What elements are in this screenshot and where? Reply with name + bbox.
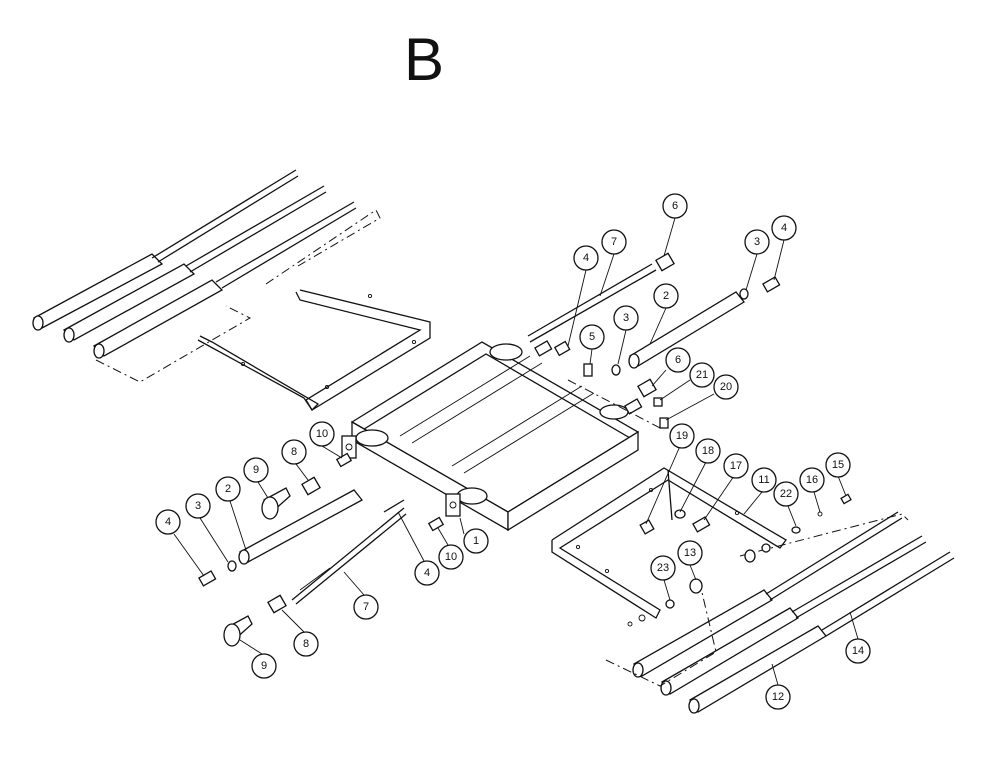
lower-right-rods — [605, 511, 955, 714]
right-parts — [527, 252, 781, 431]
callout-10a: 10 — [309, 421, 343, 459]
callout-8b: 8 — [281, 609, 319, 657]
callout-13: 13 — [677, 540, 703, 581]
svg-text:3: 3 — [623, 312, 629, 324]
lower-right-hardware — [627, 493, 852, 627]
callout-1: 1 — [459, 517, 489, 554]
callout-18: 18 — [679, 438, 721, 513]
svg-text:12: 12 — [772, 691, 784, 703]
callout-4d: 4 — [397, 511, 440, 586]
svg-text:10: 10 — [316, 428, 328, 440]
callout-8a: 8 — [281, 439, 309, 481]
callout-11: 11 — [743, 467, 777, 515]
svg-text:3: 3 — [195, 500, 201, 512]
svg-text:6: 6 — [675, 354, 681, 366]
callout-4a: 4 — [567, 245, 599, 347]
callout-21: 21 — [659, 362, 715, 401]
svg-text:2: 2 — [663, 290, 669, 302]
svg-text:6: 6 — [672, 200, 678, 212]
left-parts — [198, 452, 445, 647]
svg-text:11: 11 — [758, 474, 769, 486]
svg-text:4: 4 — [424, 567, 430, 579]
callout-9a: 9 — [243, 457, 269, 499]
base-frame — [341, 341, 640, 532]
callout-12: 12 — [765, 663, 791, 710]
callout-4c: 4 — [155, 509, 205, 577]
svg-text:4: 4 — [165, 516, 171, 528]
svg-text:19: 19 — [676, 430, 688, 442]
callout-3c: 3 — [185, 493, 229, 563]
callout-6b: 6 — [651, 347, 691, 387]
svg-text:4: 4 — [781, 222, 787, 234]
callout-2b: 2 — [215, 476, 247, 551]
callout-4b: 4 — [771, 215, 797, 281]
callout-19: 19 — [645, 423, 695, 525]
callout-2a: 2 — [649, 283, 679, 345]
svg-text:14: 14 — [852, 645, 864, 657]
callout-5: 5 — [579, 324, 605, 365]
svg-text:4: 4 — [583, 252, 589, 264]
svg-text:2: 2 — [225, 483, 231, 495]
svg-text:1: 1 — [473, 535, 479, 547]
callout-3b: 3 — [613, 305, 639, 365]
svg-text:23: 23 — [657, 562, 669, 574]
callout-20: 20 — [665, 374, 739, 421]
svg-text:7: 7 — [611, 236, 617, 248]
upper-left-rods — [32, 169, 381, 383]
lower-right-frame — [551, 467, 787, 619]
svg-text:9: 9 — [253, 464, 259, 476]
svg-text:9: 9 — [261, 660, 267, 672]
svg-text:15: 15 — [832, 459, 844, 471]
svg-text:16: 16 — [806, 474, 818, 486]
callout-9b: 9 — [239, 639, 277, 679]
upper-left-frame — [197, 289, 431, 412]
svg-text:5: 5 — [589, 331, 595, 343]
svg-text:13: 13 — [684, 547, 696, 559]
svg-text:7: 7 — [363, 601, 369, 613]
callout-17: 17 — [703, 453, 749, 521]
svg-text:10: 10 — [445, 551, 457, 563]
svg-text:3: 3 — [754, 236, 760, 248]
callout-15: 15 — [825, 452, 851, 497]
callout-6a: 6 — [662, 193, 688, 257]
svg-text:22: 22 — [780, 488, 792, 500]
callout-3a: 3 — [744, 229, 770, 291]
svg-text:8: 8 — [291, 446, 297, 458]
callout-22: 22 — [773, 481, 799, 527]
diagram-title: B — [404, 26, 445, 93]
callout-23: 23 — [650, 555, 676, 601]
callout-7a: 7 — [599, 229, 627, 297]
callout-10b: 10 — [437, 527, 464, 570]
callout-bubbles: 6 7 4 3 4 2 3 — [155, 193, 871, 710]
callout-7b: 7 — [343, 571, 379, 620]
callout-14: 14 — [845, 611, 871, 664]
svg-text:8: 8 — [303, 638, 309, 650]
svg-text:20: 20 — [720, 381, 732, 393]
svg-text:17: 17 — [730, 460, 742, 472]
callout-16: 16 — [799, 467, 825, 513]
svg-text:21: 21 — [696, 369, 708, 381]
svg-text:18: 18 — [702, 445, 714, 457]
